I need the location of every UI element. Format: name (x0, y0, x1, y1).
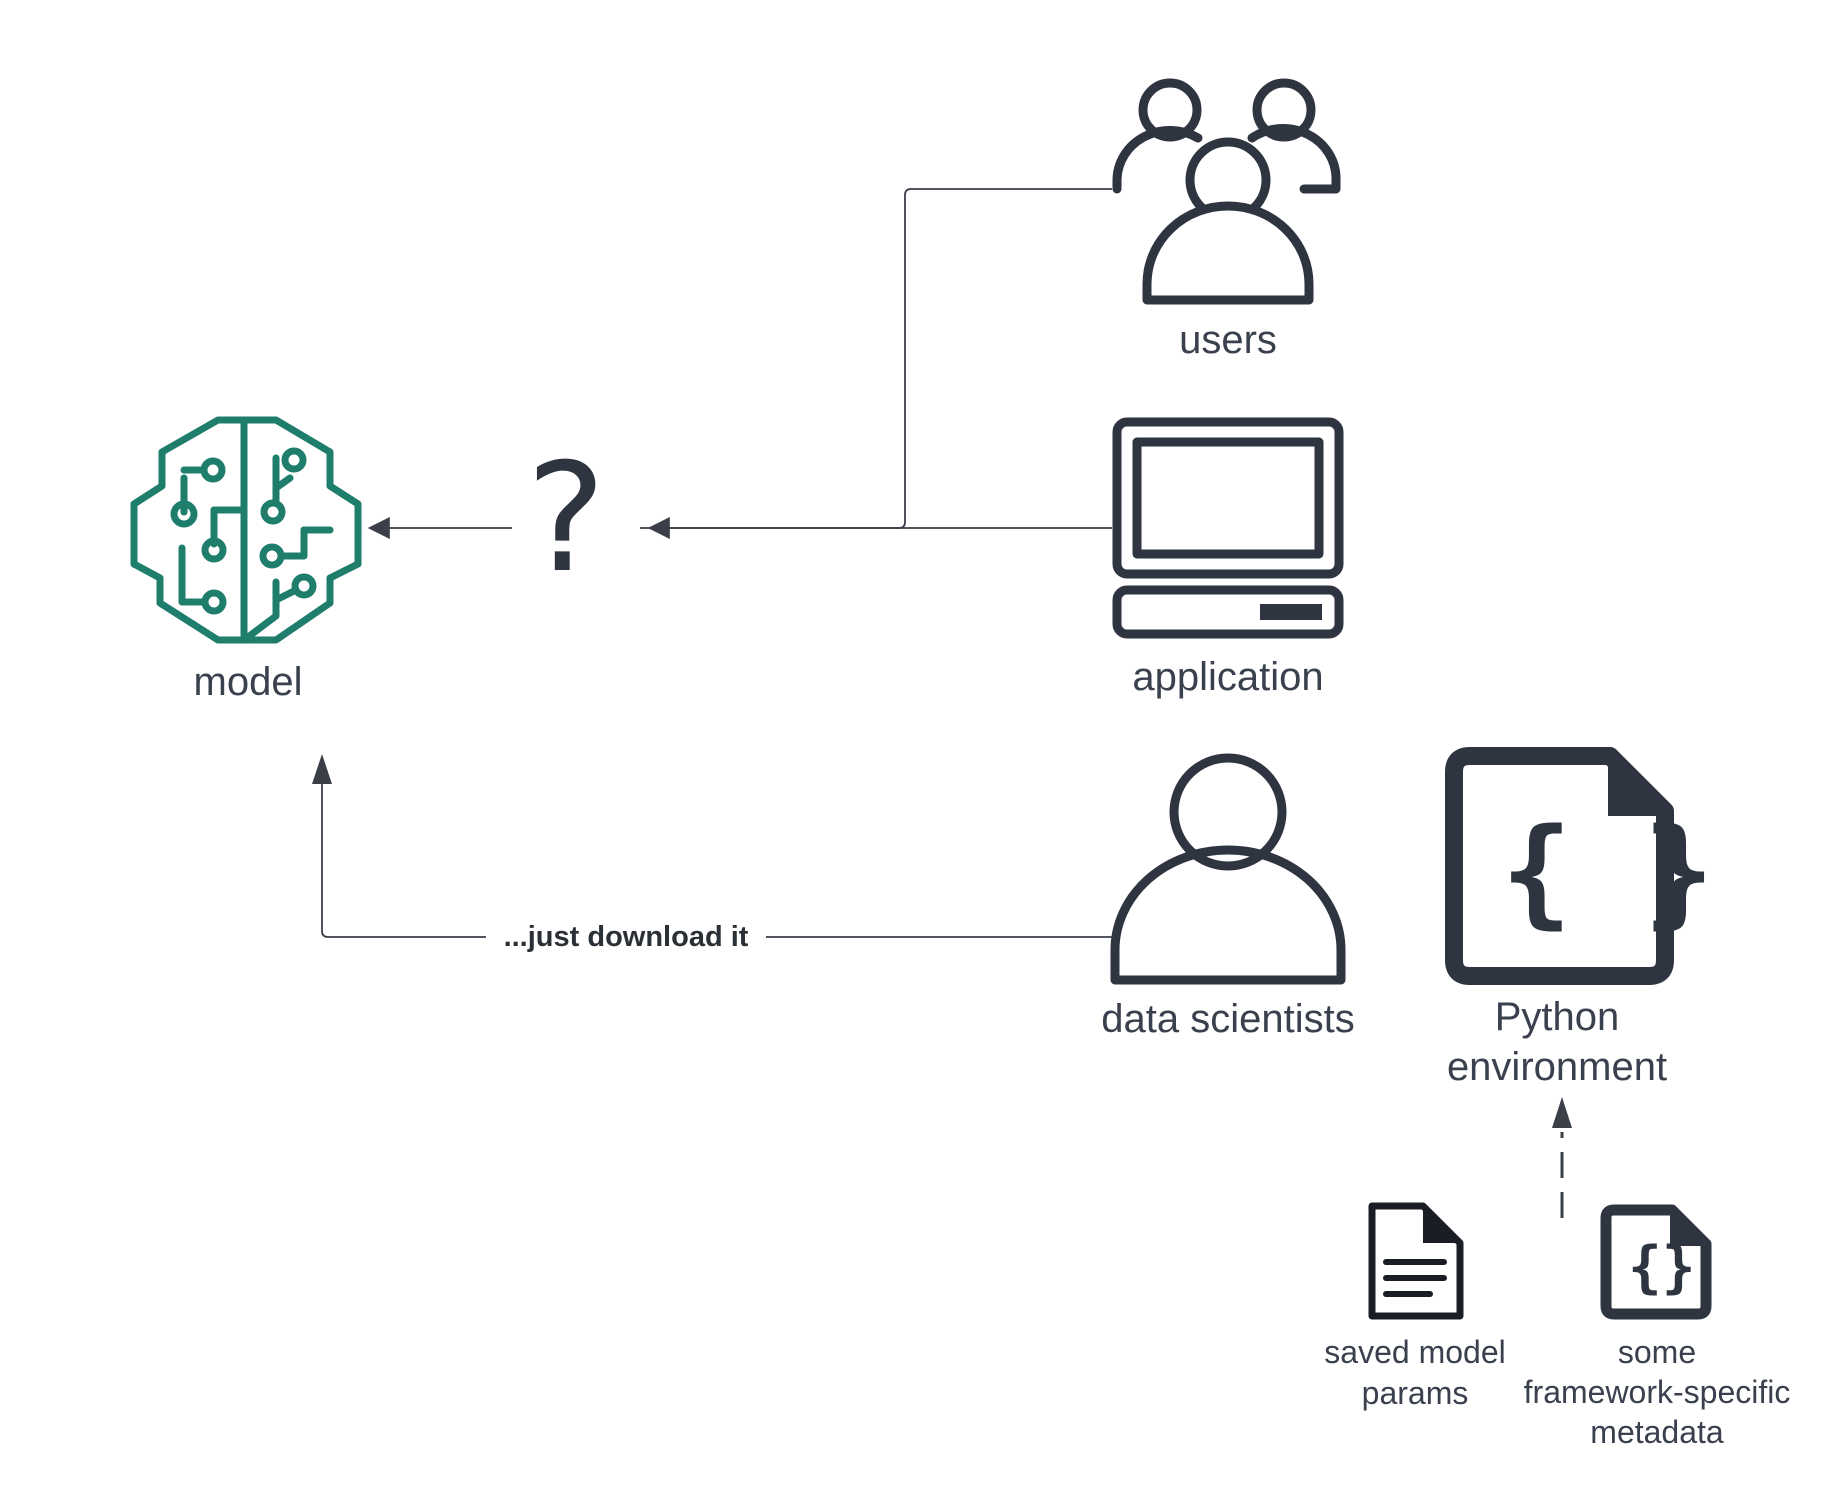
users-label: users (1179, 318, 1277, 362)
application-label: application (1132, 655, 1323, 699)
saved-params-label-line2: params (1362, 1375, 1469, 1411)
saved-params-label-line1: saved model (1324, 1334, 1505, 1370)
code-file-icon: { } (1445, 747, 1714, 985)
brain-circuit-icon (130, 416, 362, 644)
connector-data-scientists-to-model (321, 760, 1115, 938)
svg-text:{}: {} (1628, 1235, 1695, 1300)
python-env-label-line1: Python (1495, 995, 1620, 1039)
metadata-label-line3: metadata (1590, 1414, 1724, 1450)
document-icon (1368, 1202, 1464, 1320)
connector-arrowhead-model (312, 754, 332, 784)
metadata-label-line1: some (1618, 1334, 1696, 1370)
svg-text:{ }: { } (1501, 802, 1714, 940)
users-icon (1112, 78, 1341, 305)
edge-label-download: ...just download it (504, 921, 749, 953)
small-code-file-icon: {} (1600, 1204, 1712, 1320)
person-icon (1110, 753, 1346, 985)
data-scientists-label: data scientists (1101, 997, 1354, 1041)
metadata-label-line2: framework-specific (1524, 1374, 1791, 1410)
edge-label-bg (486, 914, 766, 958)
model-label: model (194, 660, 303, 704)
connector-users-to-question (640, 188, 1112, 529)
computer-icon (1112, 417, 1344, 639)
connector-arrowhead-python-env (1552, 1097, 1572, 1128)
python-env-label-line2: environment (1447, 1045, 1667, 1089)
question-mark: ? (526, 432, 606, 606)
